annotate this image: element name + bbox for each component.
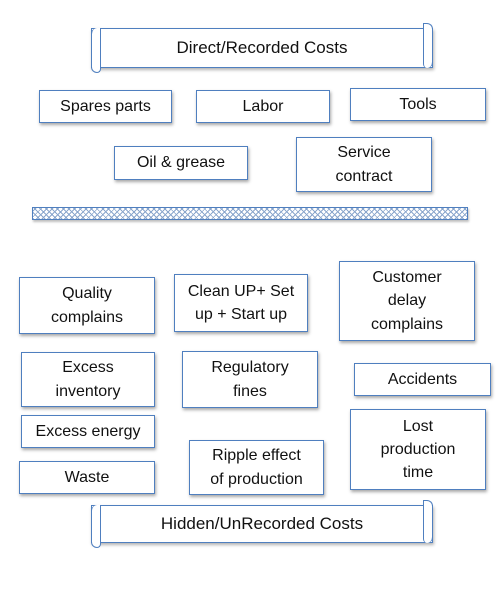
- hidden-item-ripple-effect: Ripple effect of production: [189, 440, 324, 495]
- hidden-item-waste: Waste: [19, 461, 155, 494]
- hidden-item-excess-energy: Excess energy: [21, 415, 155, 448]
- hidden-item-excess-inventory: Excess inventory: [21, 352, 155, 407]
- direct-costs-title: Direct/Recorded Costs: [176, 38, 348, 57]
- hidden-item-quality-complains: Quality complains: [19, 277, 155, 334]
- hidden-item-customer-delay: Customer delay complains: [339, 261, 475, 341]
- hidden-costs-title: Hidden/UnRecorded Costs: [160, 514, 364, 533]
- direct-item-tools: Tools: [350, 88, 486, 121]
- hidden-item-accidents: Accidents: [354, 363, 491, 396]
- scroll-curl-right: [423, 23, 433, 68]
- hidden-item-regulatory-fines: Regulatory fines: [182, 351, 318, 408]
- hidden-item-cleanup-setup: Clean UP+ Set up + Start up: [174, 274, 308, 332]
- scroll-curl-left: [91, 28, 101, 73]
- direct-item-labor: Labor: [196, 90, 330, 123]
- scroll-curl-right: [423, 500, 433, 543]
- direct-item-service-contract: Service contract: [296, 137, 432, 192]
- direct-item-spares-parts: Spares parts: [39, 90, 172, 123]
- direct-costs-banner: Direct/Recorded Costs: [91, 23, 433, 73]
- hidden-costs-banner: Hidden/UnRecorded Costs: [91, 500, 433, 548]
- section-divider: [32, 207, 468, 220]
- direct-item-oil-grease: Oil & grease: [114, 146, 248, 180]
- hidden-item-lost-production-time: Lost production time: [350, 409, 486, 490]
- scroll-curl-left: [91, 505, 101, 548]
